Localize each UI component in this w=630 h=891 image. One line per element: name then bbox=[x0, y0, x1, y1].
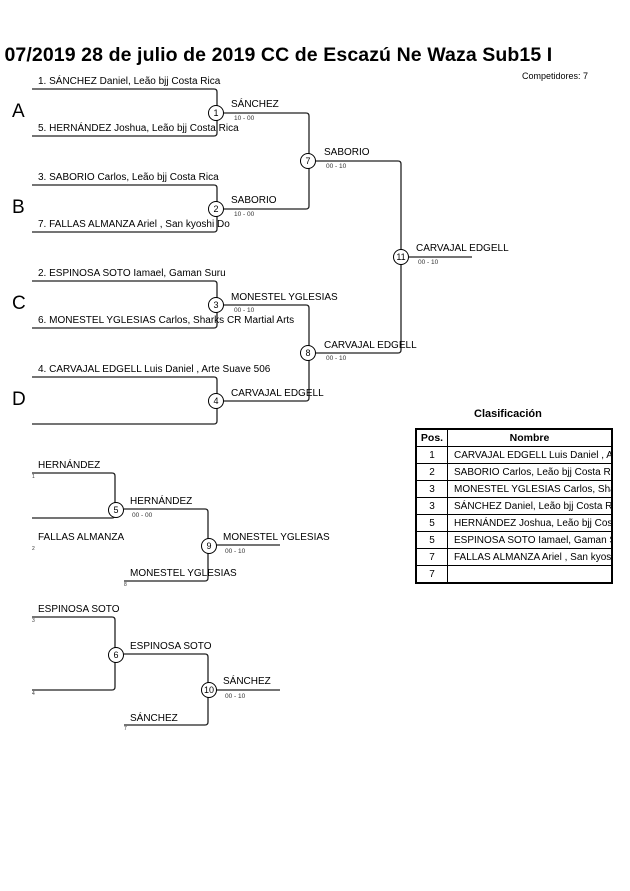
repechage-entrant: FALLAS ALMANZA bbox=[38, 532, 125, 543]
bronze-winner: SÁNCHEZ bbox=[223, 676, 271, 687]
name-cell: MONESTEL YGLESIAS Carlos, Sharks CR Mart… bbox=[447, 480, 613, 498]
seed-number: 4 bbox=[32, 691, 35, 697]
seed-number: 1 bbox=[32, 474, 35, 480]
match-score: 10 - 00 bbox=[234, 211, 255, 218]
seed-number: 2 bbox=[32, 546, 35, 552]
match-winner: SABORIO bbox=[231, 195, 277, 206]
seed-number: 7 bbox=[124, 726, 127, 732]
name-cell bbox=[447, 565, 613, 584]
competitor-count: Competidores: 7 bbox=[522, 71, 589, 81]
group-label-a: A bbox=[12, 101, 25, 122]
name-cell: ESPINOSA SOTO Iamael, Gaman Suru bbox=[447, 531, 613, 549]
match-number: 9 bbox=[201, 538, 217, 554]
match-score: 00 - 00 bbox=[132, 512, 153, 519]
entrant: 4. CARVAJAL EDGELL Luis Daniel , Arte Su… bbox=[38, 364, 271, 375]
entrant: 3. SABORIO Carlos, Leão bjj Costa Rica bbox=[38, 172, 219, 183]
match-number: 5 bbox=[108, 502, 124, 518]
entrant: 1. SÁNCHEZ Daniel, Leão bjj Costa Rica bbox=[38, 76, 221, 87]
match-winner: MONESTEL YGLESIAS bbox=[231, 292, 338, 303]
match-winner: SÁNCHEZ bbox=[231, 99, 279, 110]
match-winner: HERNÁNDEZ bbox=[130, 496, 193, 507]
match-winner: CARVAJAL EDGELL bbox=[231, 388, 324, 399]
group-label-c: C bbox=[12, 293, 26, 314]
match-score: 10 - 00 bbox=[234, 115, 255, 122]
bracket-line bbox=[32, 616, 116, 691]
match-score: 00 - 10 bbox=[225, 548, 246, 555]
match-number: 8 bbox=[300, 345, 316, 361]
position-cell: 7 bbox=[415, 548, 448, 566]
match-number: 1 bbox=[208, 105, 224, 121]
entrant: 6. MONESTEL YGLESIAS Carlos, Sharks CR M… bbox=[38, 315, 295, 326]
bracket-line bbox=[32, 472, 116, 519]
bracket-line bbox=[316, 160, 402, 354]
match-winner: CARVAJAL EDGELL bbox=[324, 340, 417, 351]
final-match-number: 11 bbox=[393, 249, 409, 265]
match-number: 2 bbox=[208, 201, 224, 217]
name-cell: SÁNCHEZ Daniel, Leão bjj Costa Rica bbox=[447, 497, 613, 515]
name-cell: CARVAJAL EDGELL Luis Daniel , Arte Suave… bbox=[447, 446, 613, 464]
bracket-line bbox=[32, 376, 218, 425]
entrant: 2. ESPINOSA SOTO Iamael, Gaman Suru bbox=[38, 268, 226, 279]
position-cell: 7 bbox=[415, 565, 448, 584]
seed-number: 8 bbox=[124, 582, 127, 588]
match-score: 00 - 10 bbox=[326, 163, 347, 170]
repechage-entrant: SÁNCHEZ bbox=[130, 713, 178, 724]
match-number: 4 bbox=[208, 393, 224, 409]
name-cell: FALLAS ALMANZA Ariel , San kyoshi Do bbox=[447, 548, 613, 566]
seed-number: 3 bbox=[32, 618, 35, 624]
column-header-name: Nombre bbox=[447, 428, 613, 447]
table-header-row: Pos. Nombre bbox=[415, 428, 613, 447]
match-number: 6 bbox=[108, 647, 124, 663]
name-cell: SABORIO Carlos, Leão bjj Costa Rica bbox=[447, 463, 613, 481]
column-header-pos: Pos. bbox=[415, 428, 448, 447]
bronze-winner: MONESTEL YGLESIAS bbox=[223, 532, 330, 543]
match-number: 10 bbox=[201, 682, 217, 698]
position-cell: 3 bbox=[415, 497, 448, 515]
final-score: 00 - 10 bbox=[418, 259, 439, 266]
position-cell: 5 bbox=[415, 531, 448, 549]
name-cell: HERNÁNDEZ Joshua, Leão bjj Costa Rica bbox=[447, 514, 613, 532]
entrant: 7. FALLAS ALMANZA Ariel , San kyoshi Do bbox=[38, 219, 230, 230]
match-winner: ESPINOSA SOTO bbox=[130, 641, 212, 652]
repechage-entrant: MONESTEL YGLESIAS bbox=[130, 568, 237, 579]
page-title: a 07/2019 28 de julio de 2019 CC de Esca… bbox=[0, 44, 553, 66]
match-score: 00 - 10 bbox=[225, 693, 246, 700]
entrant: 5. HERNÁNDEZ Joshua, Leão bjj Costa Rica bbox=[38, 123, 239, 134]
repechage-entrant: ESPINOSA SOTO bbox=[38, 604, 120, 615]
final-winner: CARVAJAL EDGELL bbox=[416, 243, 509, 254]
group-label-d: D bbox=[12, 389, 26, 410]
repechage-entrant: HERNÁNDEZ bbox=[38, 460, 101, 471]
match-score: 00 - 10 bbox=[234, 307, 255, 314]
position-cell: 5 bbox=[415, 514, 448, 532]
position-cell: 3 bbox=[415, 480, 448, 498]
group-label-b: B bbox=[12, 197, 25, 218]
match-score: 00 - 10 bbox=[326, 355, 347, 362]
position-cell: 2 bbox=[415, 463, 448, 481]
table-row: 7 bbox=[415, 565, 613, 584]
position-cell: 1 bbox=[415, 446, 448, 464]
match-number: 3 bbox=[208, 297, 224, 313]
match-number: 7 bbox=[300, 153, 316, 169]
match-winner: SABORIO bbox=[324, 147, 370, 158]
classification-title: Clasificación bbox=[474, 408, 542, 420]
